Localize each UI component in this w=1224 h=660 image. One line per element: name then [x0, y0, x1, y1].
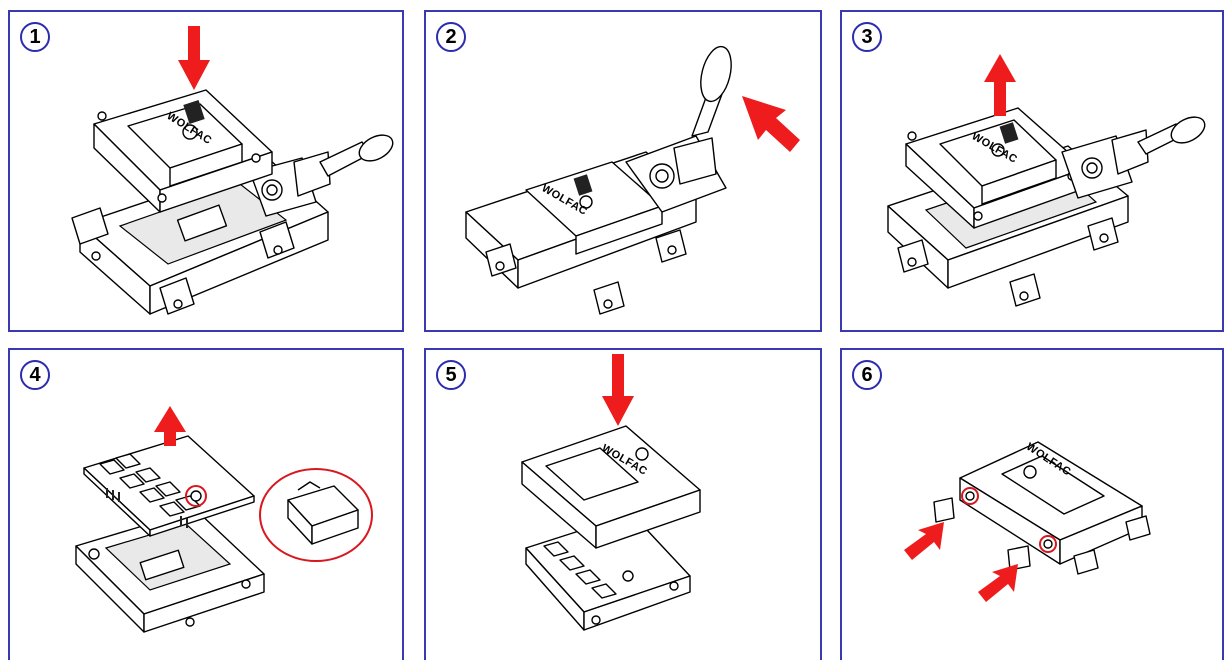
step-6-illustration: WOLFAC: [933, 441, 1151, 575]
step-5-illustration: WOLFAC: [521, 425, 701, 631]
step-number-3: 3: [852, 22, 882, 52]
arrow-down-icon: [602, 354, 634, 426]
step-2-illustration: WOLFAC: [465, 45, 732, 315]
step-number-2: 2: [436, 22, 466, 52]
step-2-panel: 2 WOLFAC: [424, 10, 822, 332]
arrow-up-icon: [154, 406, 186, 446]
step-1-illustration: WOLFAC: [71, 89, 394, 315]
arrow-diagonal-icon: [904, 522, 1018, 602]
highlight-circle-icon: [961, 487, 1057, 553]
step-4-illustration: [75, 435, 359, 633]
arrow-diagonal-icon: [742, 96, 800, 152]
arrow-down-icon: [178, 26, 210, 90]
step-number-1: 1: [20, 22, 50, 52]
step-6-panel: 6 WOLFAC: [840, 348, 1224, 660]
highlight-circle-icon: [185, 468, 373, 562]
step-3-panel: 3 WOLFAC: [840, 10, 1224, 332]
step-number-4: 4: [20, 360, 50, 390]
step-4-panel: 4: [8, 348, 404, 660]
step-number-6: 6: [852, 360, 882, 390]
step-3-illustration: WOLFAC: [887, 107, 1206, 307]
step-1-panel: 1 WOLFAC: [8, 10, 404, 332]
step-5-panel: 5 WOLFAC: [424, 348, 822, 660]
step-number-5: 5: [436, 360, 466, 390]
arrow-up-icon: [984, 54, 1016, 116]
